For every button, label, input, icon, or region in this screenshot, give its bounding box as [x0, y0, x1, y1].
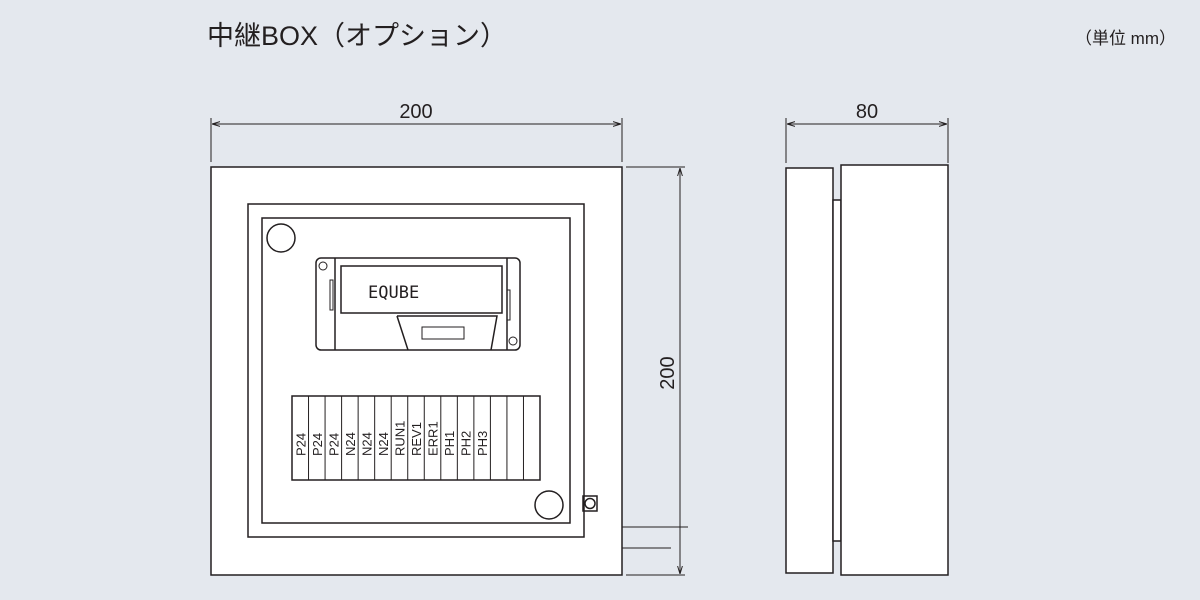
terminal-label: REV1 [409, 422, 424, 456]
terminal-label: ERR1 [426, 421, 441, 456]
module-label: EQUBE [368, 283, 419, 303]
inner-panel [261, 217, 571, 524]
side-depth-label: 80 [856, 101, 878, 123]
terminal-label: N24 [359, 432, 374, 456]
terminal-label: PH1 [442, 431, 457, 456]
terminal-label: P24 [326, 433, 341, 456]
side-body [840, 164, 949, 576]
page-title: 中継BOX（オプション） [207, 21, 507, 51]
front-height-label: 200 [657, 356, 679, 389]
front-width-dimension: 200 [210, 101, 623, 162]
terminal-label: PH2 [459, 431, 474, 456]
terminal-label: RUN1 [392, 421, 407, 456]
screw-hole-icon [534, 490, 564, 520]
unit-note: （単位 mm） [1075, 29, 1176, 48]
terminal-label: P24 [293, 433, 308, 456]
controller-module: EQUBE [315, 257, 521, 351]
dip-switch [421, 326, 465, 340]
terminal-label: N24 [343, 432, 358, 456]
inner-frame [247, 203, 585, 538]
terminal-label: PH3 [475, 431, 490, 456]
side-gap [832, 199, 842, 542]
screw-hole-icon [266, 223, 296, 253]
cable-gland-hole [584, 497, 596, 510]
front-height-dimension: 200 [626, 166, 685, 576]
terminal-label: P24 [310, 433, 325, 456]
side-view: 80 [785, 101, 949, 576]
cable-gland [582, 495, 598, 512]
outer-case [210, 166, 623, 576]
terminal-label: N24 [376, 432, 391, 456]
front-width-label: 200 [399, 101, 432, 123]
side-cover [785, 167, 834, 574]
